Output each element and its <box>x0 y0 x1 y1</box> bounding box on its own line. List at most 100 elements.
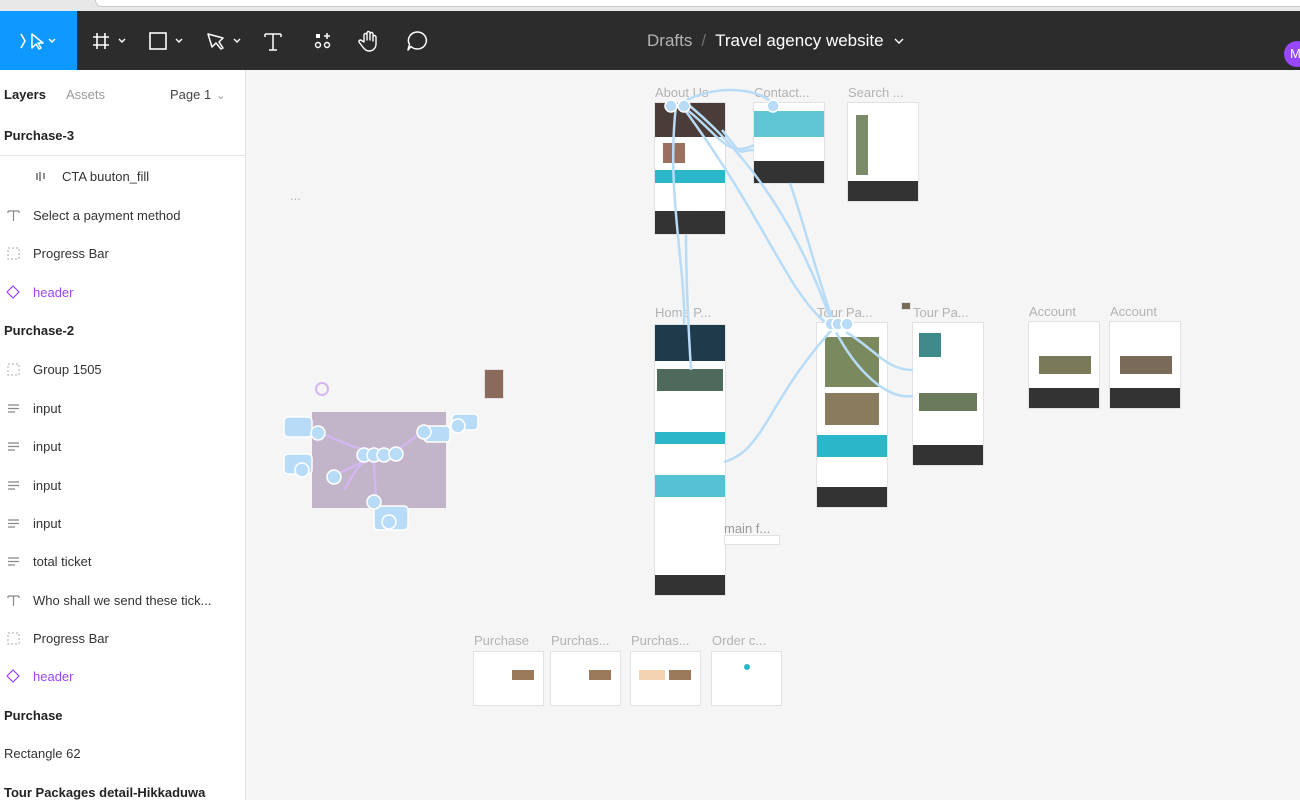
tab-assets[interactable]: Assets <box>66 87 106 102</box>
layer-row[interactable]: CTA buuton_fill <box>0 166 245 186</box>
group-icon <box>6 362 20 376</box>
text-tool-button[interactable] <box>260 11 286 70</box>
frame-label-main[interactable]: main f... <box>724 521 771 536</box>
layer-label: Progress Bar <box>33 245 109 261</box>
frame-account-1[interactable] <box>1029 322 1099 408</box>
frame-label-purchase-2[interactable]: Purchas... <box>551 633 610 648</box>
frame-purchase-2[interactable] <box>551 652 620 705</box>
layer-frame-purchase-3[interactable]: Purchase-3 <box>4 128 75 143</box>
layer-frame-purchase[interactable]: Purchase <box>4 708 63 723</box>
hand-tool-button[interactable] <box>355 11 383 70</box>
layer-frame-purchase-2[interactable]: Purchase-2 <box>4 323 75 338</box>
comment-icon <box>407 30 428 51</box>
frame-account-2[interactable] <box>1110 322 1180 408</box>
frame-tool-button[interactable] <box>90 11 130 70</box>
instance-icon <box>6 285 20 299</box>
frame-contact[interactable] <box>754 103 824 183</box>
layer-label: input <box>33 400 62 416</box>
browser-tab <box>95 0 1300 7</box>
chevron-down-icon: ⌄ <box>216 90 226 102</box>
canvas[interactable]: ... About Us Contact... Search ... Home … <box>246 70 1300 800</box>
group-icon <box>6 631 20 645</box>
floating-image[interactable] <box>485 370 503 398</box>
layer-label: total ticket <box>33 553 92 569</box>
frame-main[interactable] <box>725 536 779 544</box>
panel-tabs: Layers Assets Page 1 ⌄ <box>0 70 245 118</box>
auto-layout-icon <box>6 516 20 530</box>
file-name[interactable]: Travel agency website <box>715 30 884 50</box>
frame-label-search[interactable]: Search ... <box>848 85 904 100</box>
layer-row[interactable]: input <box>0 436 245 456</box>
hand-tool-icon <box>358 30 377 52</box>
divider <box>0 155 245 156</box>
widget-icon <box>315 382 329 396</box>
shape-tool-icon <box>149 31 183 50</box>
frame-order-confirmation[interactable] <box>712 652 781 705</box>
layer-label: header <box>33 284 74 300</box>
move-tool-button[interactable] <box>0 11 77 70</box>
resources-icon <box>314 32 331 48</box>
layer-label: Group 1505 <box>33 361 102 377</box>
avatar[interactable]: M <box>1284 41 1300 67</box>
breadcrumb-drafts[interactable]: Drafts <box>647 30 693 50</box>
layer-rectangle-62[interactable]: Rectangle 62 <box>4 746 81 761</box>
frame-tour-packages-1[interactable] <box>817 323 887 507</box>
layer-label: CTA buuton_fill <box>62 168 150 184</box>
layer-label: header <box>33 668 74 684</box>
shape-tool-button[interactable] <box>146 11 188 70</box>
layers-panel: Layers Assets Page 1 ⌄ Purchase-3 CTA buu… <box>0 70 246 800</box>
layer-label: Select a payment method <box>33 207 181 223</box>
breadcrumb-separator: / <box>701 30 707 50</box>
frame-search[interactable] <box>848 103 918 201</box>
auto-layout-icon <box>6 554 20 568</box>
layer-row[interactable]: total ticket <box>0 551 245 571</box>
page-selector[interactable]: Page 1 ⌄ <box>170 87 225 102</box>
layer-row[interactable]: Group 1505 <box>0 359 245 379</box>
frame-tool-icon <box>93 32 126 49</box>
frame-label-contact[interactable]: Contact... <box>754 85 810 100</box>
prototype-connections <box>283 88 914 531</box>
layer-row[interactable]: input <box>0 398 245 418</box>
toolbar: Drafts / Travel agency website M <box>0 11 1300 70</box>
frame-label-account-1[interactable]: Account <box>1029 304 1076 319</box>
layer-label: input <box>33 515 62 531</box>
layer-row[interactable]: header <box>0 282 245 302</box>
component-icon <box>34 170 48 182</box>
instance-icon <box>6 669 20 683</box>
resources-button[interactable] <box>310 11 336 70</box>
layer-row[interactable]: Who shall we send these tick... <box>0 590 245 610</box>
comment-tool-button[interactable] <box>404 11 430 70</box>
canvas-ellipsis: ... <box>290 188 301 203</box>
text-layer-icon <box>6 208 20 222</box>
layer-row[interactable]: input <box>0 475 245 495</box>
layer-row[interactable]: Progress Bar <box>0 628 245 648</box>
floating-image[interactable] <box>902 303 910 309</box>
layer-row[interactable]: header <box>0 666 245 686</box>
breadcrumb: Drafts / Travel agency website <box>647 11 904 70</box>
chevron-down-icon[interactable] <box>894 37 904 45</box>
layer-row[interactable]: Select a payment method <box>0 205 245 225</box>
layer-label: input <box>33 477 62 493</box>
frame-label-purchase[interactable]: Purchase <box>474 633 529 648</box>
frame-label-account-2[interactable]: Account <box>1110 304 1157 319</box>
auto-layout-icon <box>6 439 20 453</box>
auto-layout-icon <box>6 478 20 492</box>
layer-frame-tour-packages-detail[interactable]: Tour Packages detail-Hikkaduwa <box>4 785 206 800</box>
text-tool-icon <box>264 32 282 51</box>
pen-tool-button[interactable] <box>204 11 246 70</box>
layer-label: Progress Bar <box>33 630 109 646</box>
layer-label: input <box>33 438 62 454</box>
tab-layers[interactable]: Layers <box>4 87 46 102</box>
layer-label: Who shall we send these tick... <box>33 592 212 608</box>
move-tool-icon <box>19 32 56 50</box>
page-name: Page 1 <box>170 87 212 102</box>
frame-label-tour-packages-2[interactable]: Tour Pa... <box>913 305 969 320</box>
frame-label-order-confirmation[interactable]: Order c... <box>712 633 767 648</box>
layer-row[interactable]: Progress Bar <box>0 243 245 263</box>
frame-label-purchase-3[interactable]: Purchas... <box>631 633 690 648</box>
frame-purchase[interactable] <box>474 652 543 705</box>
frame-purchase-3[interactable] <box>631 652 700 705</box>
layer-row[interactable]: input <box>0 513 245 533</box>
frame-tour-packages-2[interactable] <box>913 323 983 465</box>
pen-tool-icon <box>207 32 241 50</box>
